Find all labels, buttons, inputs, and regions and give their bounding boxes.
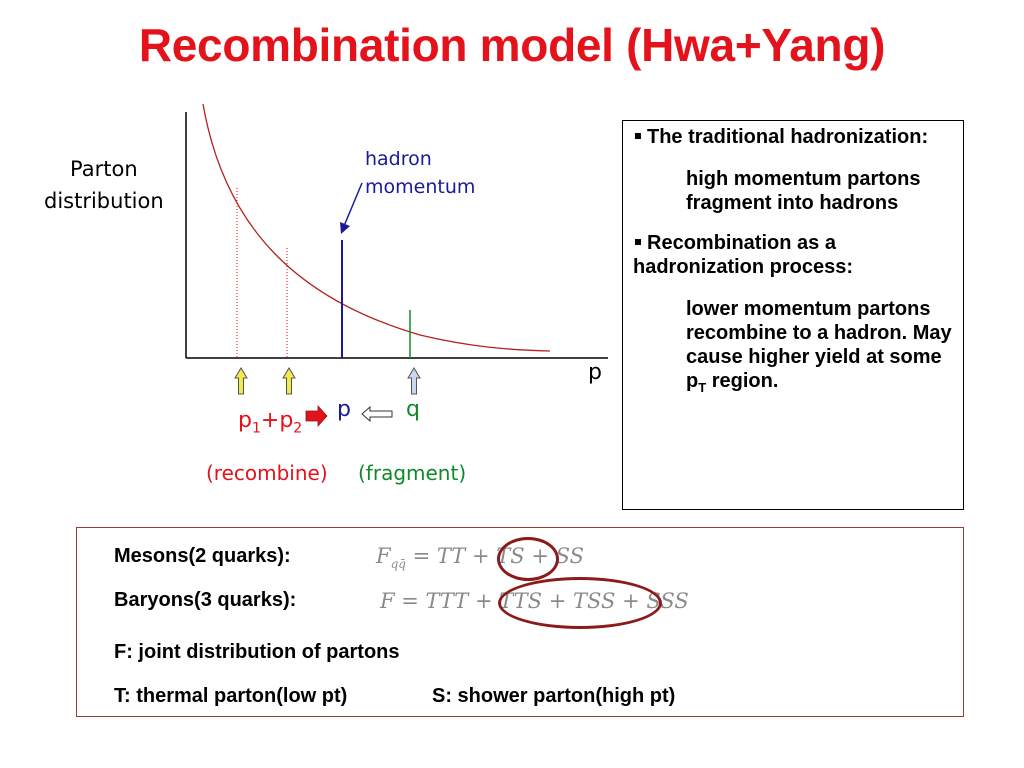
pt-subscript: T xyxy=(698,380,707,395)
hadron-label-line1: hadron xyxy=(365,148,432,170)
q-label: q xyxy=(406,397,420,422)
bullet-square-icon xyxy=(635,239,641,246)
fragment-label: (fragment) xyxy=(358,461,467,485)
f-definition: F: joint distribution of partons xyxy=(114,641,400,663)
bullet-square-icon xyxy=(635,133,641,140)
explanation-box: The traditional hadronization: high mome… xyxy=(622,120,964,510)
ts-highlight-oval xyxy=(497,537,559,581)
x-axis-label: p xyxy=(588,360,602,385)
sub-traditional: high momentum partons fragment into hadr… xyxy=(686,168,921,214)
up-arrow-2 xyxy=(282,367,296,395)
tts-tss-highlight-oval xyxy=(498,577,662,629)
parton-distribution-diagram xyxy=(185,103,608,428)
hadron-momentum-label: hadron momentum xyxy=(365,145,475,201)
p-label: p xyxy=(337,397,351,422)
bullet-recombination: Recombination as a hadronization process… xyxy=(633,231,955,279)
hadron-label-line2: momentum xyxy=(365,176,476,198)
sub-recombination-text: lower momentum partons recombine to a ha… xyxy=(686,298,952,392)
hadron-pointer xyxy=(343,182,363,227)
baryons-label: Baryons(3 quarks): xyxy=(114,589,297,611)
formula-box xyxy=(76,527,964,717)
p12-p: p xyxy=(238,408,252,433)
slide-title: Recombination model (Hwa+Yang) xyxy=(138,19,886,71)
p12-sub1: 1 xyxy=(251,420,261,437)
p12-plus: +p xyxy=(260,408,294,433)
hadron-pointer-head xyxy=(340,222,350,234)
s-definition: S: shower parton(high pt) xyxy=(432,685,676,707)
mesons-eq-sub: qq̄ xyxy=(390,557,406,572)
distribution-curve xyxy=(202,103,551,352)
p1-plus-p2-label: p1+p2 xyxy=(238,408,302,436)
p12-sub2: 2 xyxy=(293,420,303,437)
t-definition: T: thermal parton(low pt) xyxy=(114,685,348,707)
mesons-label: Mesons(2 quarks): xyxy=(114,545,291,567)
red-right-arrow xyxy=(305,404,328,428)
bullet-traditional: The traditional hadronization: xyxy=(633,125,955,149)
sub-recombination-tail: region. xyxy=(706,370,779,392)
recombine-label: (recombine) xyxy=(206,461,328,485)
y-axis-label: Parton distribution xyxy=(44,153,164,217)
left-arrow xyxy=(361,405,393,423)
up-arrow-3 xyxy=(407,367,421,395)
up-arrow-1 xyxy=(234,367,248,395)
bullet-traditional-text: The traditional hadronization: xyxy=(647,126,929,148)
mesons-eq-f: F xyxy=(376,544,391,568)
bullet-recombination-text: Recombination as a hadronization process… xyxy=(633,232,854,278)
y-axis-label-line1: Parton xyxy=(70,157,138,181)
sub-recombination: lower momentum partons recombine to a ha… xyxy=(633,297,955,400)
y-axis-label-line2: distribution xyxy=(44,189,164,213)
